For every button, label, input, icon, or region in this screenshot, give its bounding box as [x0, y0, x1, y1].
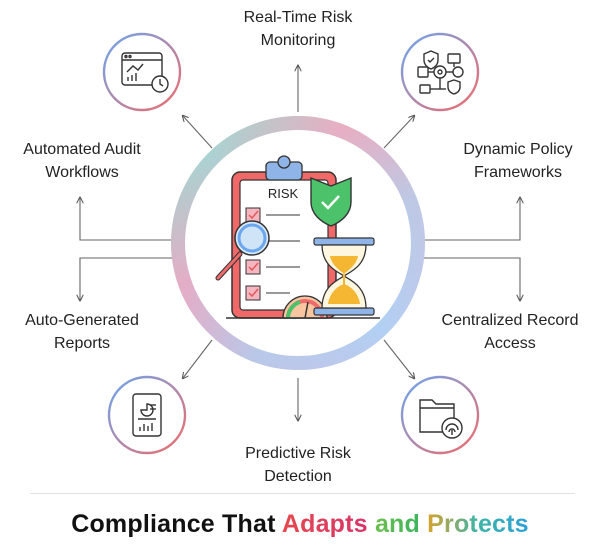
report-document-icon: [107, 375, 187, 455]
risk-clipboard-illustration: RISK: [215, 155, 380, 319]
connector-top-left: [183, 116, 213, 149]
label-automated-audit-workflows: Automated Audit Workflows: [23, 141, 141, 181]
label-auto-generated-reports: Auto-Generated Reports: [25, 312, 139, 352]
clipboard-risk-label: RISK: [268, 186, 299, 201]
hourglass-icon: [313, 237, 375, 316]
label-dynamic-policy-frameworks: Dynamic Policy Frameworks: [463, 141, 573, 181]
connector-right-lower: [424, 257, 520, 300]
workflow-shield-icon: [400, 32, 480, 112]
connector-left-upper: [80, 198, 172, 241]
dashboard-clock-icon: [102, 32, 182, 112]
footer-divider: [30, 493, 575, 494]
connector-bottom-left: [183, 339, 213, 378]
page-title: Compliance That Adapts and Protects: [0, 510, 600, 539]
connector-left-lower: [80, 257, 172, 300]
magnifier-icon: [215, 220, 270, 281]
shield-check-icon: [310, 176, 352, 227]
title-word-adapts: Adapts: [281, 510, 368, 538]
title-black-part: Compliance That: [71, 510, 276, 538]
connector-top-right: [383, 116, 414, 149]
connector-bottom-right: [383, 339, 414, 378]
connector-lines: [80, 66, 520, 420]
connector-right-upper: [424, 198, 520, 241]
title-word-and: and: [374, 510, 420, 538]
folder-fingerprint-icon: [400, 375, 480, 455]
label-real-time-risk-monitoring: Real-Time Risk Monitoring: [243, 9, 353, 49]
title-word-protects: Protects: [427, 510, 529, 538]
label-centralized-record-access: Centralized Record Access: [441, 312, 579, 352]
label-predictive-risk-detection: Predictive Risk Detection: [245, 445, 351, 485]
